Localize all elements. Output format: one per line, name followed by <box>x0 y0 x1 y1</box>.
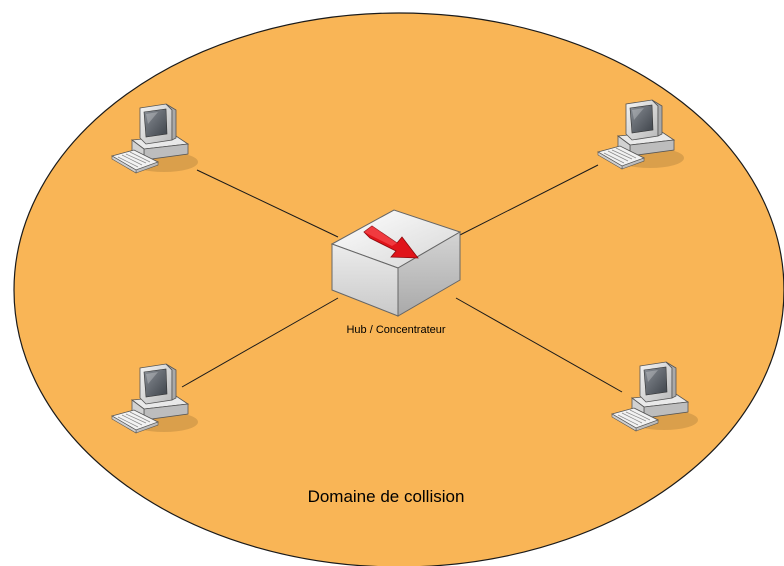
link-bottom-left <box>181 297 339 388</box>
link-top-right <box>455 164 599 238</box>
link-top-left <box>196 169 339 238</box>
hub-label: Hub / Concentrateur <box>346 324 445 336</box>
hub-box-icon[interactable] <box>330 209 462 317</box>
network-links <box>181 164 623 393</box>
red-arrow-icon <box>363 225 419 259</box>
collision-domain-label: Domaine de collision <box>308 487 465 506</box>
link-bottom-right <box>455 297 623 393</box>
